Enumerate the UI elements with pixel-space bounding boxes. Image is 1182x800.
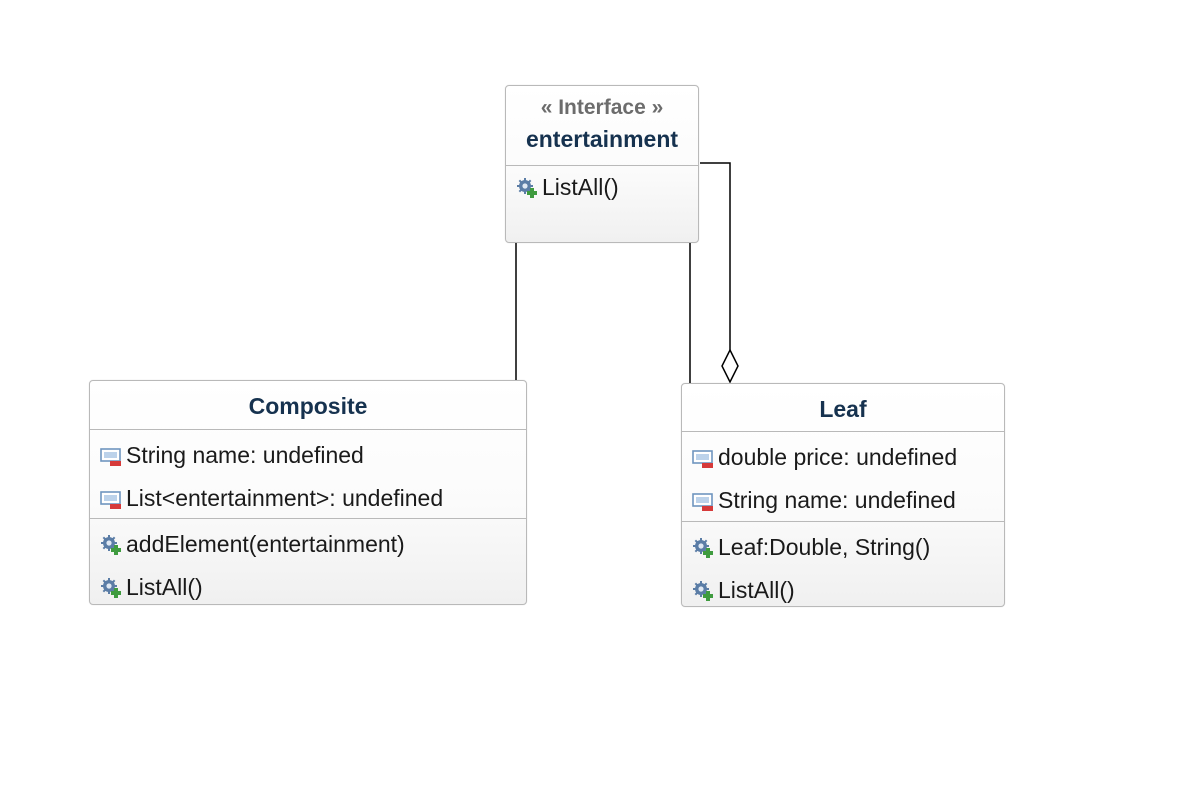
aggregation-diamond (721, 348, 739, 384)
operation-item: Leaf:Double, String() (682, 526, 1004, 569)
composite-attributes: String name: undefined List<entertainmen… (90, 430, 526, 519)
private-attribute-icon (692, 490, 714, 512)
interface-stereotype: « Interface » (540, 96, 664, 119)
private-attribute-icon (692, 447, 714, 469)
attribute-text: List<entertainment>: undefined (126, 485, 444, 511)
operation-text: Leaf:Double, String() (718, 534, 931, 560)
class-composite[interactable]: Composite String name: undefined List<en… (89, 380, 527, 605)
private-attribute-icon (100, 488, 122, 510)
public-operation-icon (692, 580, 714, 602)
operation-text: ListAll() (542, 174, 619, 200)
operation-text: addElement(entertainment) (126, 531, 405, 557)
composite-header: Composite (90, 381, 526, 430)
leaf-operations: Leaf:Double, String() ListAll() (682, 522, 1004, 612)
operation-text: ListAll() (126, 574, 203, 600)
attribute-text: double price: undefined (718, 444, 958, 470)
operation-item: ListAll() (682, 569, 1004, 612)
interface-entertainment[interactable]: « Interface » entertainment ListAll() (505, 85, 699, 243)
operation-item: addElement(entertainment) (90, 523, 526, 566)
class-leaf[interactable]: Leaf double price: undefined String name… (681, 383, 1005, 607)
composite-name: Composite (248, 393, 368, 419)
interface-operations: ListAll() (506, 166, 698, 209)
private-attribute-icon (100, 445, 122, 467)
public-operation-icon (516, 177, 538, 199)
operation-item: ListAll() (90, 566, 526, 609)
attribute-item: double price: undefined (682, 436, 1004, 479)
operation-item: ListAll() (506, 166, 698, 209)
attribute-item: String name: undefined (90, 434, 526, 477)
leaf-header: Leaf (682, 384, 1004, 432)
attribute-text: String name: undefined (718, 487, 956, 513)
public-operation-icon (100, 577, 122, 599)
attribute-item: List<entertainment>: undefined (90, 477, 526, 520)
attribute-item: String name: undefined (682, 479, 1004, 522)
attribute-text: String name: undefined (126, 442, 364, 468)
leaf-attributes: double price: undefined String name: und… (682, 432, 1004, 522)
composite-operations: addElement(entertainment) ListAll() (90, 519, 526, 609)
interface-name: entertainment (525, 126, 679, 152)
interface-header: « Interface » entertainment (506, 86, 698, 166)
operation-text: ListAll() (718, 577, 795, 603)
aggregation-line (700, 162, 731, 350)
public-operation-icon (100, 534, 122, 556)
leaf-name: Leaf (819, 396, 867, 422)
public-operation-icon (692, 537, 714, 559)
